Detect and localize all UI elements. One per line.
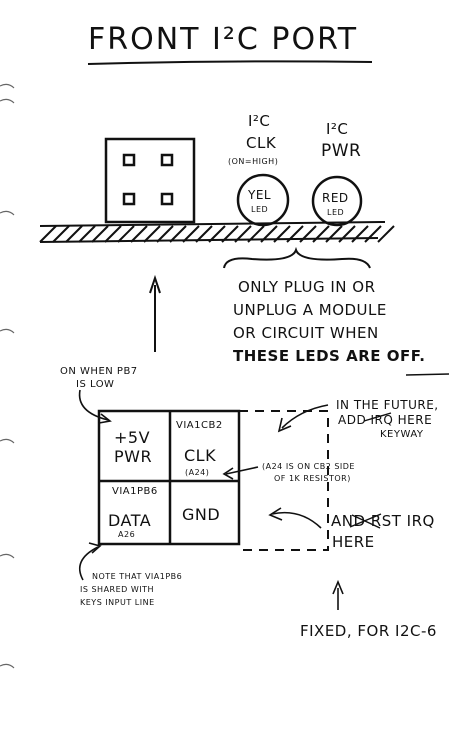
hatch-line (364, 225, 382, 243)
pwr-led-header: I²C (326, 120, 349, 138)
yel-led-sub: LED (251, 205, 269, 214)
hatch-line (247, 225, 265, 243)
page-title: FRONT I²C PORT (88, 22, 359, 57)
red-led-label: RED (322, 191, 349, 205)
hatch-line (91, 225, 109, 243)
hatch-line (117, 225, 135, 243)
title-underline (87, 60, 373, 65)
hatch-line (52, 225, 70, 243)
warning-line-1: ONLY PLUG IN OR (238, 278, 376, 296)
a24-leader (225, 466, 259, 475)
on-when-leader (78, 389, 109, 421)
red-led-icon (311, 175, 363, 227)
hatch-line (130, 225, 148, 243)
hatch-line (351, 225, 369, 243)
hatch-line (273, 225, 291, 243)
hatch-line (143, 225, 161, 243)
red-led-sub: LED (327, 208, 345, 217)
data-cell-top: VIA1PB6 (112, 486, 158, 497)
gnd-cell-label: GND (182, 505, 221, 524)
module-block-icon (104, 137, 196, 224)
hatch-line (156, 225, 174, 243)
warning-line-4-text: THESE LEDs ARE (233, 347, 381, 365)
hatch-line (78, 225, 96, 243)
clk-led-name: CLK (246, 134, 277, 152)
clk-cell-top: VIA1CB2 (176, 420, 223, 431)
yellow-led-icon (236, 173, 290, 227)
hatch-line (104, 225, 122, 243)
hatch-line (325, 225, 343, 243)
pwr-led-name: PWR (321, 141, 362, 161)
clk-cell-label: CLK (184, 446, 217, 465)
hatch-line (208, 225, 226, 243)
panel-hatching (39, 221, 395, 243)
warning-line-4: THESE LEDs ARE OFF. (233, 347, 425, 365)
clk-led-note: (ON=HIGH) (228, 157, 279, 166)
data-cell-label: DATA (108, 511, 152, 530)
hatch-line (65, 225, 83, 243)
led-brace (223, 246, 371, 269)
connector-grid (97, 409, 329, 551)
hatch-line (377, 225, 395, 243)
future-line-1: IN THE FUTURE, (336, 398, 439, 412)
up-arrow-icon (149, 274, 161, 352)
hatch-line (312, 225, 330, 243)
hatch-line (195, 225, 213, 243)
on-when-line-1: ON WHEN PB7 (60, 366, 138, 377)
hatch-line (338, 225, 356, 243)
a24-line-2: OF 1K RESISTOR) (274, 474, 351, 483)
future-leader (281, 404, 329, 429)
binder-marks (0, 83, 15, 669)
fixed-note: FIXED, FOR I2C-6 (300, 622, 437, 640)
clk-cell-pin: (A24) (185, 468, 210, 477)
and-irq-line-1: AND RST IRQ (331, 512, 435, 530)
yel-led-label: YEL (248, 188, 272, 202)
a24-line-1: (A24 IS ON CB2 SIDE (262, 462, 355, 471)
warning-off-emph: OFF. (386, 347, 426, 365)
on-when-line-2: IS LOW (76, 379, 115, 390)
and-irq-line-2: HERE (332, 533, 375, 551)
hatch-line (286, 225, 304, 243)
note-line-3: KEYS INPUT LINE (80, 598, 155, 607)
hatch-line (260, 225, 278, 243)
note-leader (79, 546, 99, 581)
warning-line-3: OR CIRCUIT WHEN (233, 324, 379, 342)
future-line-3: KEYWAY (380, 429, 424, 440)
data-cell-pin: A26 (118, 530, 136, 539)
pwr-cell-line-2: PWR (114, 447, 153, 466)
clk-led-header: I²C (248, 112, 271, 130)
hatch-line (169, 225, 187, 243)
hatch-line (182, 225, 200, 243)
keyway-dashed (239, 410, 329, 551)
note-line-2: IS SHARED WITH (80, 585, 155, 594)
hatch-line (221, 225, 239, 243)
hatch-line (234, 225, 252, 243)
hatch-line (39, 225, 57, 243)
and-irq-leader (271, 511, 322, 529)
future-line-2: ADD IRQ HERE (338, 413, 433, 427)
warning-line-2: UNPLUG A MODULE (233, 301, 387, 319)
note-line-1: NOTE THAT VIA1PB6 (92, 572, 183, 581)
hatch-line (299, 225, 317, 243)
pwr-cell-line-1: +5V (114, 428, 151, 447)
